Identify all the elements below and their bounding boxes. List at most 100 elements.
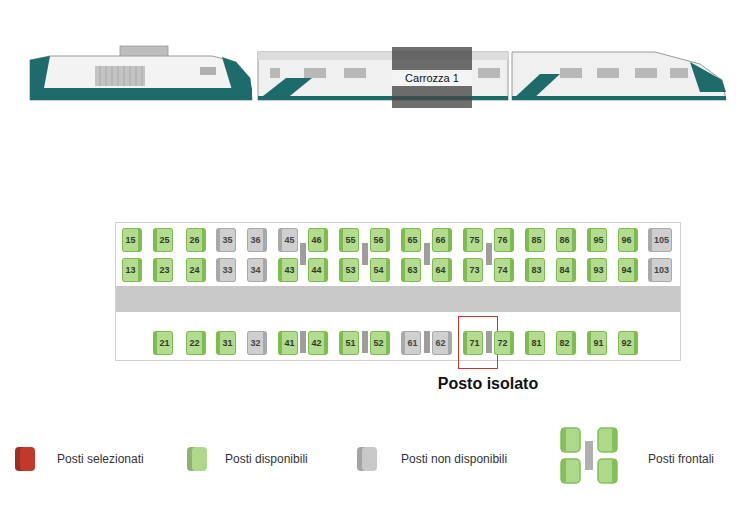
seat: 66 [432, 228, 451, 252]
seat: 61 [401, 331, 420, 355]
seat: 71 [463, 331, 482, 355]
seat: 76 [494, 228, 513, 252]
seat-number: 33 [222, 265, 232, 275]
seat-number: 26 [189, 235, 199, 245]
seat: 22 [186, 331, 205, 355]
seat-number: 43 [284, 265, 294, 275]
seat-number: 94 [621, 265, 631, 275]
seat: 13 [122, 258, 141, 282]
seat: 81 [525, 331, 544, 355]
seat: 83 [525, 258, 544, 282]
seat-number: 105 [654, 235, 669, 245]
seat-number: 82 [559, 338, 569, 348]
seat: 46 [308, 228, 327, 252]
seat: 74 [494, 258, 513, 282]
seat: 35 [216, 228, 235, 252]
seat: 105 [648, 228, 672, 252]
callout-label: Posto isolato [438, 375, 538, 393]
seat-number: 42 [311, 338, 321, 348]
seat-number: 41 [284, 338, 294, 348]
legend-swatch [187, 447, 207, 471]
seat: 85 [525, 228, 544, 252]
seat: 93 [587, 258, 606, 282]
seat-number: 92 [621, 338, 631, 348]
aisle [116, 286, 680, 312]
seat-number: 95 [593, 235, 603, 245]
seat: 65 [401, 228, 420, 252]
seat: 72 [494, 331, 513, 355]
seat-number: 46 [311, 235, 321, 245]
seat: 36 [247, 228, 266, 252]
seat-number: 66 [435, 235, 445, 245]
seat-number: 62 [435, 338, 445, 348]
seat: 42 [308, 331, 327, 355]
seat: 82 [556, 331, 575, 355]
seat-number: 45 [284, 235, 294, 245]
seat: 53 [339, 258, 358, 282]
seat-number: 61 [407, 338, 417, 348]
seat-number: 35 [222, 235, 232, 245]
legend-swatch [357, 447, 377, 471]
seat-number: 24 [189, 265, 199, 275]
seat-number: 91 [593, 338, 603, 348]
seat-number: 52 [373, 338, 383, 348]
seat: 55 [339, 228, 358, 252]
seat: 95 [587, 228, 606, 252]
seat: 86 [556, 228, 575, 252]
seat: 32 [247, 331, 266, 355]
seat: 26 [186, 228, 205, 252]
seat-number: 96 [621, 235, 631, 245]
seat-number: 55 [345, 235, 355, 245]
seat: 24 [186, 258, 205, 282]
seat-number: 53 [345, 265, 355, 275]
seat: 41 [278, 331, 297, 355]
seat-number: 51 [345, 338, 355, 348]
seat-number: 13 [125, 265, 135, 275]
seat: 25 [153, 228, 172, 252]
seat-number: 72 [497, 338, 507, 348]
seat: 15 [122, 228, 141, 252]
seat-number: 34 [250, 265, 260, 275]
seat: 21 [153, 331, 172, 355]
seat: 31 [216, 331, 235, 355]
seat-panel [116, 223, 681, 361]
seat-number: 54 [373, 265, 383, 275]
seat-number: 84 [559, 265, 569, 275]
seat: 45 [278, 228, 297, 252]
seat-number: 85 [531, 235, 541, 245]
legend-swatch [15, 447, 35, 471]
seat: 92 [618, 331, 637, 355]
seat-number: 31 [222, 338, 232, 348]
seat: 54 [370, 258, 389, 282]
seat-number: 23 [159, 265, 169, 275]
seat: 96 [618, 228, 637, 252]
seat-number: 25 [159, 235, 169, 245]
seat: 43 [278, 258, 297, 282]
legend-text: Posti selezionati [57, 452, 144, 466]
seat: 51 [339, 331, 358, 355]
seat-number: 65 [407, 235, 417, 245]
seat-number: 56 [373, 235, 383, 245]
seat: 62 [432, 331, 451, 355]
seat-number: 22 [189, 338, 199, 348]
seat-number: 32 [250, 338, 260, 348]
legend-text: Posti frontali [648, 452, 714, 466]
seat: 84 [556, 258, 575, 282]
seat: 75 [463, 228, 482, 252]
seat: 56 [370, 228, 389, 252]
seat-number: 73 [469, 265, 479, 275]
seat: 73 [463, 258, 482, 282]
seat-number: 64 [435, 265, 445, 275]
seat: 64 [432, 258, 451, 282]
seat-number: 76 [497, 235, 507, 245]
seat-number: 93 [593, 265, 603, 275]
highlight-frame [459, 317, 498, 369]
coach-marker: Carrozza 1 [392, 47, 472, 108]
seat-number: 36 [250, 235, 260, 245]
seat: 34 [247, 258, 266, 282]
seat-number: 75 [469, 235, 479, 245]
seat: 91 [587, 331, 606, 355]
seat: 52 [370, 331, 389, 355]
